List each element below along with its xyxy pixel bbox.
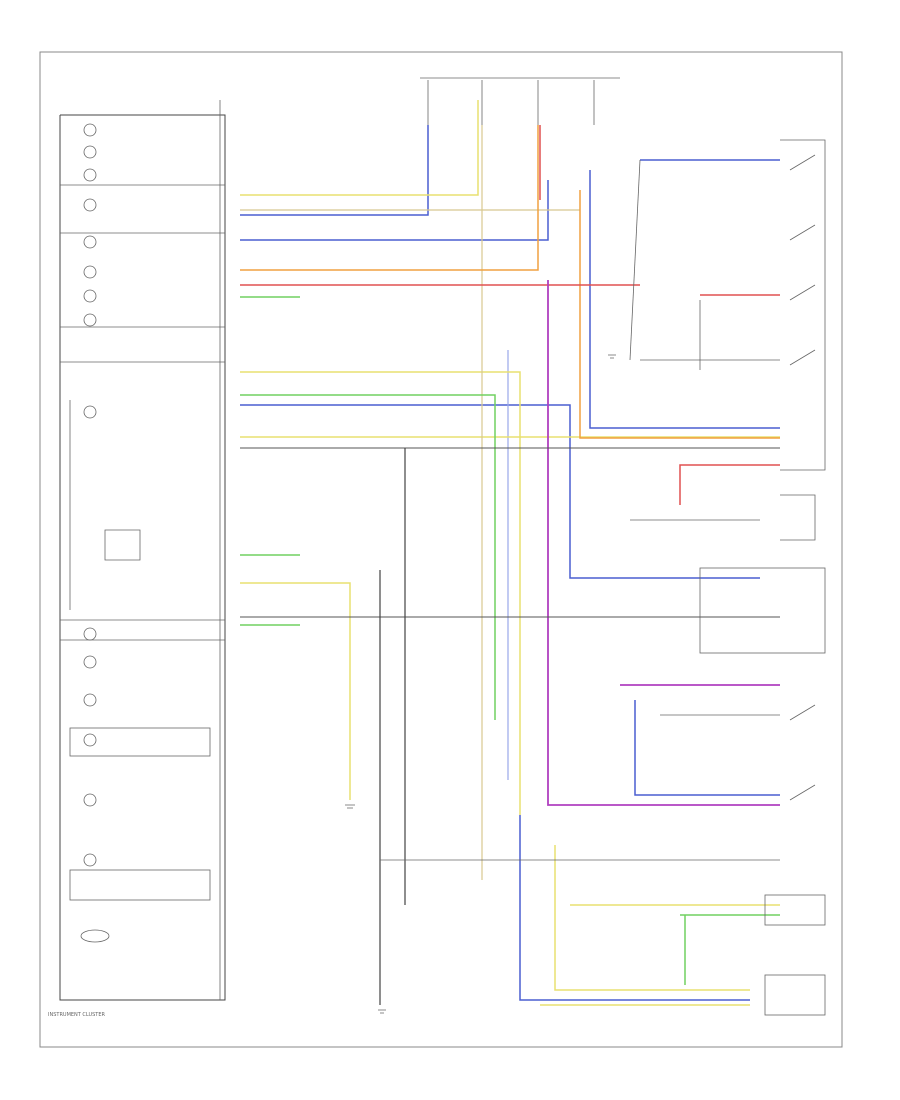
wire-black	[629, 159, 641, 361]
wire-blue	[240, 180, 549, 241]
wire-orange	[579, 190, 780, 439]
lamp-icon	[83, 405, 97, 419]
lamp-icon	[83, 145, 97, 159]
diagram-border	[39, 51, 843, 1048]
wire-blue	[519, 815, 750, 1001]
lamp-icon	[83, 733, 97, 747]
lamp-icon	[83, 853, 97, 867]
switch-symbol	[789, 284, 816, 301]
wire-green	[240, 394, 496, 720]
lamp-icon	[83, 793, 97, 807]
transmission-control-box	[764, 894, 826, 926]
switch-symbol	[789, 784, 816, 801]
switch-symbol	[789, 704, 816, 721]
cluster-subboxes	[69, 529, 211, 901]
ground-icon	[345, 804, 355, 809]
lamp-icon	[83, 235, 97, 249]
instrument-cluster: INSTRUMENT CLUSTER	[48, 100, 226, 1018]
switch-symbol	[789, 154, 816, 171]
wire-red	[679, 464, 780, 505]
lamp-icon	[83, 265, 97, 279]
fuse-block	[420, 77, 620, 125]
wire-yellow	[240, 371, 521, 815]
cluster-lamps	[80, 123, 110, 943]
cluster-outline	[59, 114, 226, 1001]
switch-box-outline	[780, 494, 816, 541]
lamp-icon	[83, 168, 97, 182]
fuel-sender-box	[699, 567, 826, 654]
wire-orange	[240, 125, 539, 271]
switch-symbol	[789, 224, 816, 241]
switch-symbol	[789, 349, 816, 366]
wire-yellow	[240, 582, 351, 800]
wire-blue	[589, 170, 780, 429]
right-components	[699, 139, 826, 1016]
ground-icon	[378, 1009, 386, 1014]
wire-yellow	[554, 845, 750, 991]
lamp-icon	[83, 198, 97, 212]
ground-symbols	[345, 354, 616, 1014]
cluster-caption: INSTRUMENT CLUSTER	[48, 1012, 106, 1018]
switch-box-outline	[780, 139, 826, 471]
wire-yellow	[240, 100, 479, 196]
buzzer-icon	[80, 929, 110, 943]
lamp-icon	[83, 655, 97, 669]
gauge-box	[69, 869, 211, 901]
ground-icon	[608, 354, 616, 359]
wire-purple	[547, 280, 780, 806]
lamp-icon	[83, 123, 97, 137]
lamp-icon	[83, 627, 97, 641]
lamp-icon	[83, 693, 97, 707]
wire-blue	[240, 125, 429, 216]
lamp-icon	[83, 313, 97, 327]
engine-control-box	[764, 974, 826, 1016]
gauge-box	[69, 727, 211, 757]
wire-blue	[240, 404, 760, 579]
lamp-icon	[83, 289, 97, 303]
switch-symbol	[104, 529, 141, 561]
harness-wires	[240, 100, 780, 1006]
wire-blue	[634, 700, 780, 796]
